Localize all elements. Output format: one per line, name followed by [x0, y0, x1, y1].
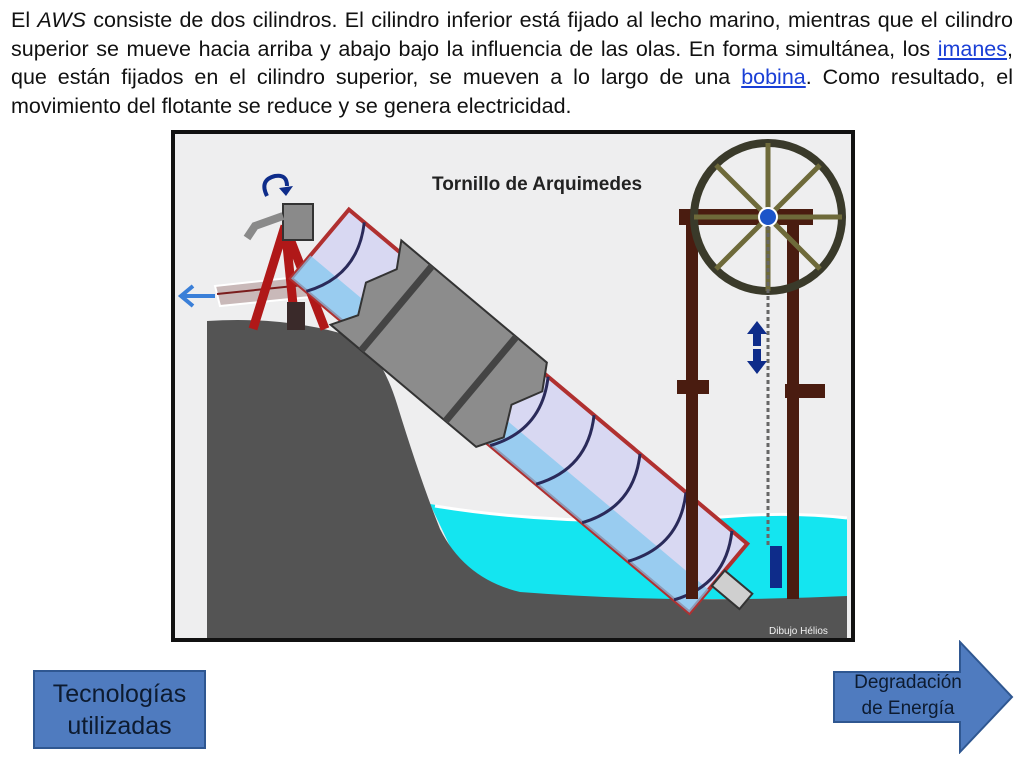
para-text-3: , que están fijados en el cilindro super… [11, 36, 1013, 90]
outflow-arrow [177, 284, 215, 308]
screw-casing [328, 238, 548, 448]
wheel-hub [758, 207, 778, 227]
imanes-link[interactable]: imanes [937, 36, 1008, 61]
illustration-title: Tornillo de Arquimedes [432, 174, 642, 195]
illustration-svg: Tornillo de Arquimedes Dibujo Hélios [177, 139, 848, 638]
para-text-4: . Como resultado, el movimiento del flot… [11, 65, 1013, 118]
degradacion-energia-button[interactable]: Degradación de Energía [832, 640, 1014, 754]
down-arrow-icon [747, 349, 767, 374]
tower-bracket-right [785, 384, 825, 398]
para-aws: AWS [37, 8, 87, 32]
para-text-2: consiste de dos cilindros. El cilindro i… [11, 8, 1014, 61]
tripod-base [287, 302, 305, 330]
up-arrow-icon [747, 321, 767, 346]
tecnologias-line-2: utilizadas [67, 711, 172, 740]
para-text-1: El [11, 8, 38, 32]
archimedes-screw [288, 206, 754, 616]
description-paragraph: El AWS consiste de dos cilindros. El cil… [11, 6, 1013, 120]
degradacion-label: Degradación de Energía [838, 670, 978, 722]
crank-handle [243, 212, 285, 241]
tecnologias-utilizadas-button[interactable]: Tecnologías utilizadas [33, 670, 206, 749]
ground-hill [207, 320, 847, 638]
tower-right-leg [787, 219, 799, 599]
casing-band-1 [358, 263, 435, 353]
right-arrow-shape-icon [833, 640, 1014, 754]
archimedes-screw-illustration: Tornillo de Arquimedes Dibujo Hélios [171, 130, 855, 642]
rotation-arrowhead-icon [279, 186, 293, 196]
chain-weight [770, 546, 782, 588]
bobina-link[interactable]: bobina [741, 65, 806, 89]
tower-left-leg [686, 219, 698, 599]
casing-band-2 [442, 334, 519, 424]
illustration-credit: Dibujo Hélios [769, 626, 828, 637]
rotation-arrow-icon [262, 173, 289, 197]
tower-bracket-left [677, 380, 709, 394]
tecnologias-line-1: Tecnologías [52, 679, 187, 708]
degradacion-line-1: Degradación [854, 672, 962, 693]
crank-housing [282, 203, 314, 241]
screw-shaft-end [710, 569, 754, 611]
degradacion-line-2: de Energía [861, 698, 955, 719]
